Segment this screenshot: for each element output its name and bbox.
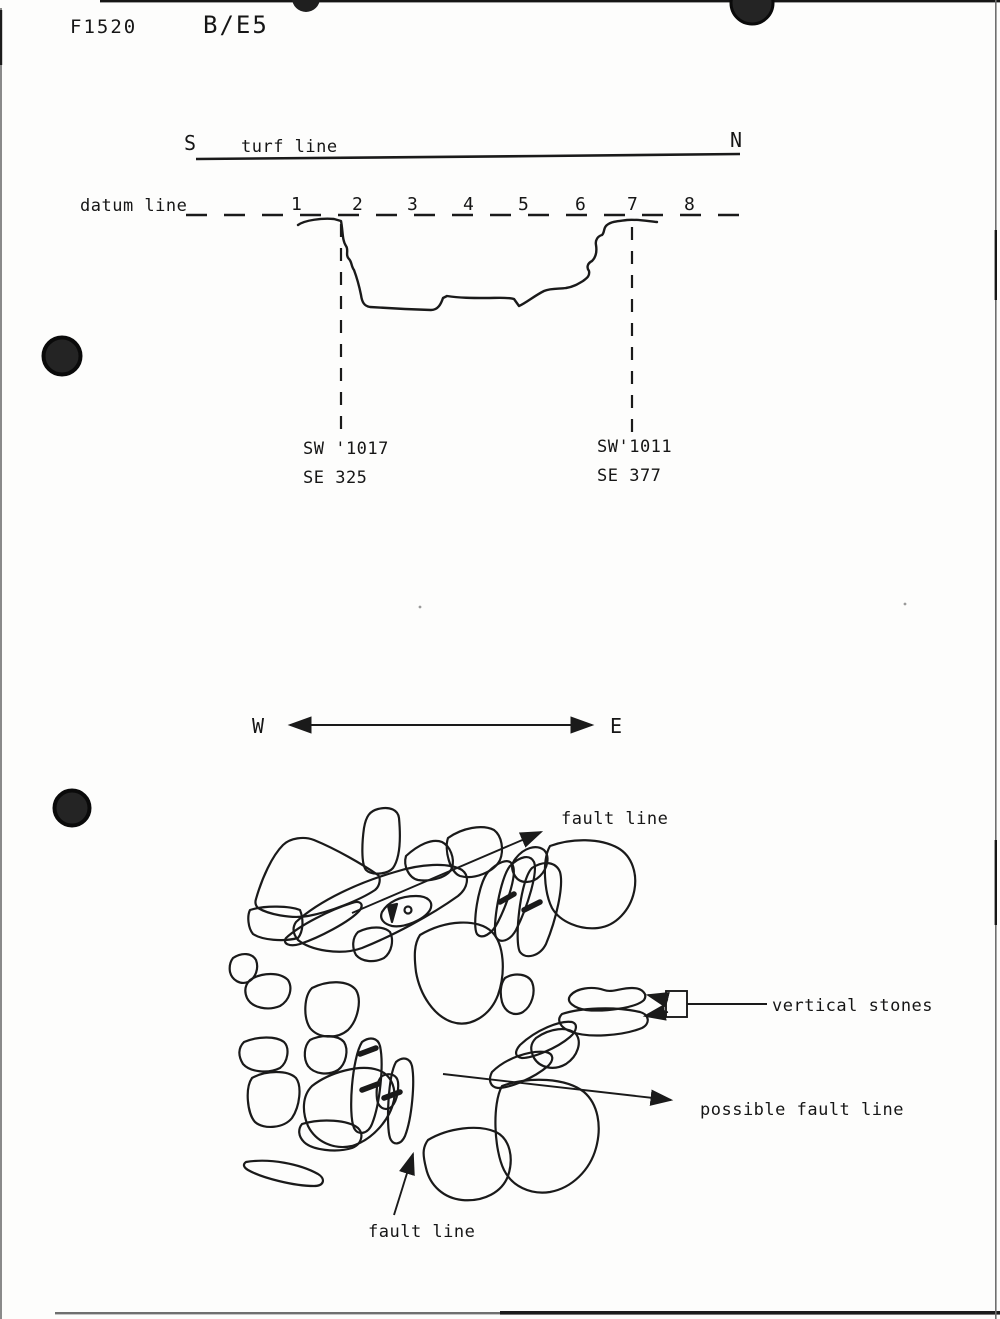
fault-line-ne-arrow [351,831,544,914]
stone [422,1126,512,1202]
north-coordinate-line1: SW'1011 [597,437,672,457]
turf-line-label: turf line [241,137,338,157]
stone [375,1073,400,1111]
stone [254,836,381,918]
stone [474,860,515,938]
stone-plan [228,806,649,1202]
possible-fault-line-arrow [442,1073,674,1106]
stone [494,1078,600,1194]
stone [488,1050,554,1090]
stone [361,806,401,875]
north-label: N [730,128,742,152]
stone [493,856,536,942]
stone [244,972,292,1010]
possible-fault-line-label: possible fault line [700,1100,904,1120]
stone [303,1035,348,1075]
header: F1520 B/E5 [70,11,269,39]
vertical-stones-callout: vertical stones [642,990,933,1021]
stone [298,1119,363,1152]
scale-mark-4: 4 [463,194,474,215]
punch-hole-left-upper [41,335,83,377]
datum-line-label: datum line [80,196,187,216]
orientation-arrow: W E [252,714,622,738]
south-coordinate-line2: SE 325 [303,468,367,488]
stone [242,1159,324,1188]
grid-square: B/E5 [203,11,269,39]
stone-with-marks [380,894,433,928]
doc-code: F1520 [70,16,137,38]
stone [499,973,535,1016]
punch-hole-top-small [292,0,320,12]
stone [567,986,647,1012]
scale-mark-3: 3 [407,194,418,215]
turf-line [195,152,741,161]
stone [246,1070,301,1128]
stone [386,1057,415,1145]
stone [302,1066,396,1149]
punch-holes [41,0,775,828]
vertical-stones-label: vertical stones [772,996,933,1016]
east-label: E [610,714,622,738]
punch-hole-top-large [729,0,775,26]
fault-line-s-label: fault line [368,1222,475,1242]
scale-mark-1: 1 [291,194,302,215]
scale-mark-8: 8 [684,194,695,215]
scale-mark-5: 5 [518,194,529,215]
section-profile [296,217,659,312]
fault-line-ne-label: fault line [561,809,668,829]
plan-annotations: fault line vertical stones possible faul… [351,809,933,1242]
stone [304,981,360,1038]
stone [350,1037,383,1134]
stone [543,839,637,930]
scale-mark-6: 6 [575,194,586,215]
stone [558,1007,649,1037]
section-drawing: S N turf line datum line 1 2 3 4 5 6 7 8… [80,128,748,488]
north-coordinate: SW'1011 SE 377 [597,437,672,486]
stone [238,1036,289,1073]
south-coordinate-line1: SW '1017 [303,439,389,459]
stone [445,826,504,879]
vertical-stone-ticks [357,891,543,1101]
scale-mark-2: 2 [352,194,363,215]
south-coordinate: SW '1017 SE 325 [303,439,389,488]
punch-hole-left-lower [52,788,92,828]
vertical-stones-bracket [665,990,688,1018]
stone [516,862,563,958]
stone-mark-circle [403,905,413,915]
scale-marks: 1 2 3 4 5 6 7 8 [291,194,695,215]
north-coordinate-line2: SE 377 [597,466,661,486]
stone-mark-wedge [386,902,399,924]
stone [352,926,394,963]
scale-mark-7: 7 [627,194,638,215]
west-label: W [252,714,265,738]
south-label: S [184,131,196,155]
fault-line-s-arrow [393,1151,415,1216]
stone [247,905,304,942]
stone [413,921,504,1025]
stone [292,863,468,953]
